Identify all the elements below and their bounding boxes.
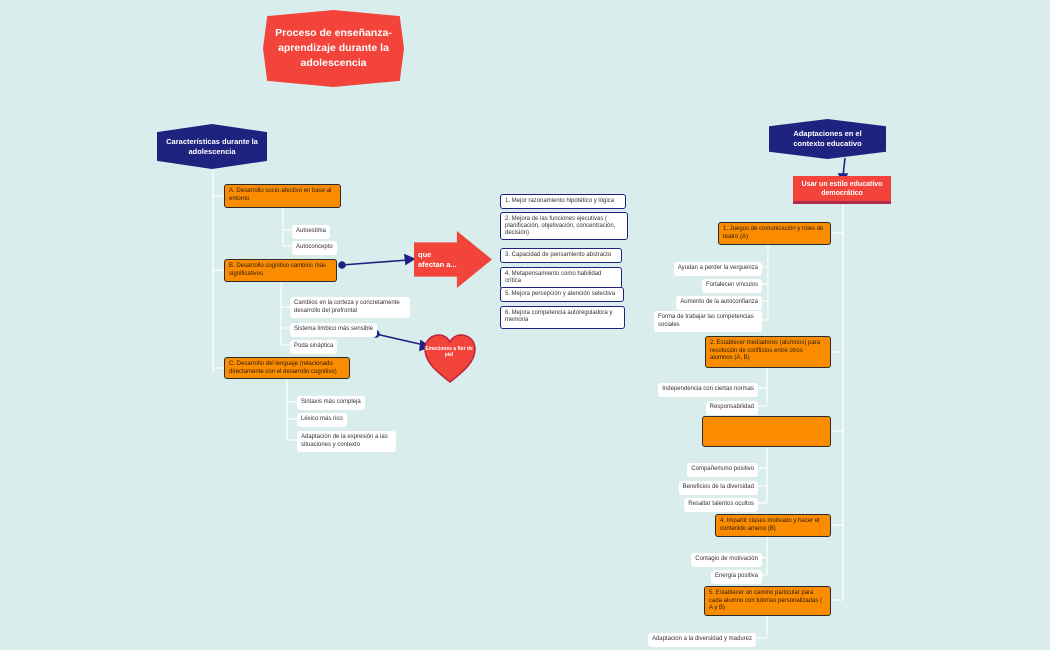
strategy-4[interactable]: 4. Impartir clases motivado y hacer el c… [715, 514, 831, 537]
heart-icon[interactable] [424, 334, 476, 384]
strategy-2-child[interactable]: Responsabilidad [705, 401, 758, 415]
topic-b-child[interactable]: Sistema límbico más sensible [290, 323, 378, 337]
strategy-1-child[interactable]: Aumento de la autoconfianza [676, 296, 762, 310]
ability-item[interactable]: 2. Mejora de las funciones ejecutivas ( … [500, 212, 628, 240]
topic-b-child[interactable]: Cambios en la corteza y concretamente de… [290, 297, 410, 318]
affect-arrow[interactable]: que afectan a... [414, 231, 492, 288]
topic-c[interactable]: C. Desarrollo del lenguaje (relacionado … [224, 357, 350, 379]
strategy-5-child[interactable]: Adaptación a la diversidad y madurez [647, 633, 756, 647]
ability-item[interactable]: 1. Mejor razonamiento hipotético y lógic… [500, 194, 626, 209]
ability-item[interactable]: 6. Mejora competencia autoreguladora y m… [500, 306, 625, 329]
topic-b[interactable]: B. Desarrollo cognitivo cambios más sign… [224, 259, 337, 282]
strategy-3-child[interactable]: Beneficios de la diversidad [678, 481, 758, 495]
ability-item[interactable]: 3. Capacidad de pensamiento abstracto [500, 248, 622, 263]
strategy-5[interactable]: 5. Establecer un camino particular para … [704, 586, 831, 616]
strategy-3-child[interactable]: Resaltar talentos ocultos [684, 498, 758, 512]
strategy-3-child[interactable]: Compañerismo positivo [687, 463, 758, 477]
affect-arrow-label: que afectan a... [418, 249, 457, 269]
topic-a-child[interactable]: Autoestima [292, 225, 331, 239]
strategy-3[interactable] [702, 416, 831, 447]
topic-c-child[interactable]: Léxico más rico [297, 413, 347, 427]
strategy-2-child[interactable]: Independencia con ciertas normas [658, 383, 758, 397]
strategy-4-child[interactable]: Contagio de motivación [691, 553, 762, 567]
strategy-1-child[interactable]: Ayudan a perder la verguenza [673, 262, 762, 276]
ability-item[interactable]: 5. Mejora percepción y atención selectiv… [500, 287, 624, 302]
left-header[interactable]: Características durante la adolescencia [157, 124, 267, 169]
heart-label: Emociones a flor de piel [425, 346, 473, 358]
main-title[interactable]: Proceso de enseñanza-aprendizaje durante… [263, 10, 404, 87]
democratic-style[interactable]: Usar un estilo educativo democrático [793, 176, 891, 204]
strategy-4-child[interactable]: Energía positiva [710, 570, 762, 584]
topic-a[interactable]: A. Desarrollo socio-afectivo en base al … [224, 184, 341, 208]
topic-a-child[interactable]: Autoconcepto [292, 241, 337, 255]
strategy-1-child[interactable]: Fortalecen vínculos [701, 279, 762, 293]
topic-c-child[interactable]: Adaptación de la expresión a las situaci… [297, 431, 396, 452]
topic-b-child[interactable]: Poda sináptica [290, 340, 338, 354]
ability-item[interactable]: 4. Metapensamiento como habilidad crític… [500, 267, 622, 289]
strategy-1-child[interactable]: Forma de trabajar las competencias socia… [654, 311, 762, 332]
strategy-1[interactable]: 1. Juegos de comunicación y roles de tea… [718, 222, 831, 245]
right-header[interactable]: Adaptaciones en el contexto educativo [769, 119, 886, 159]
topic-c-child[interactable]: Sintaxis más compleja [297, 396, 365, 410]
strategy-2[interactable]: 2. Establecer mediadores (alumnos) para … [705, 336, 831, 368]
